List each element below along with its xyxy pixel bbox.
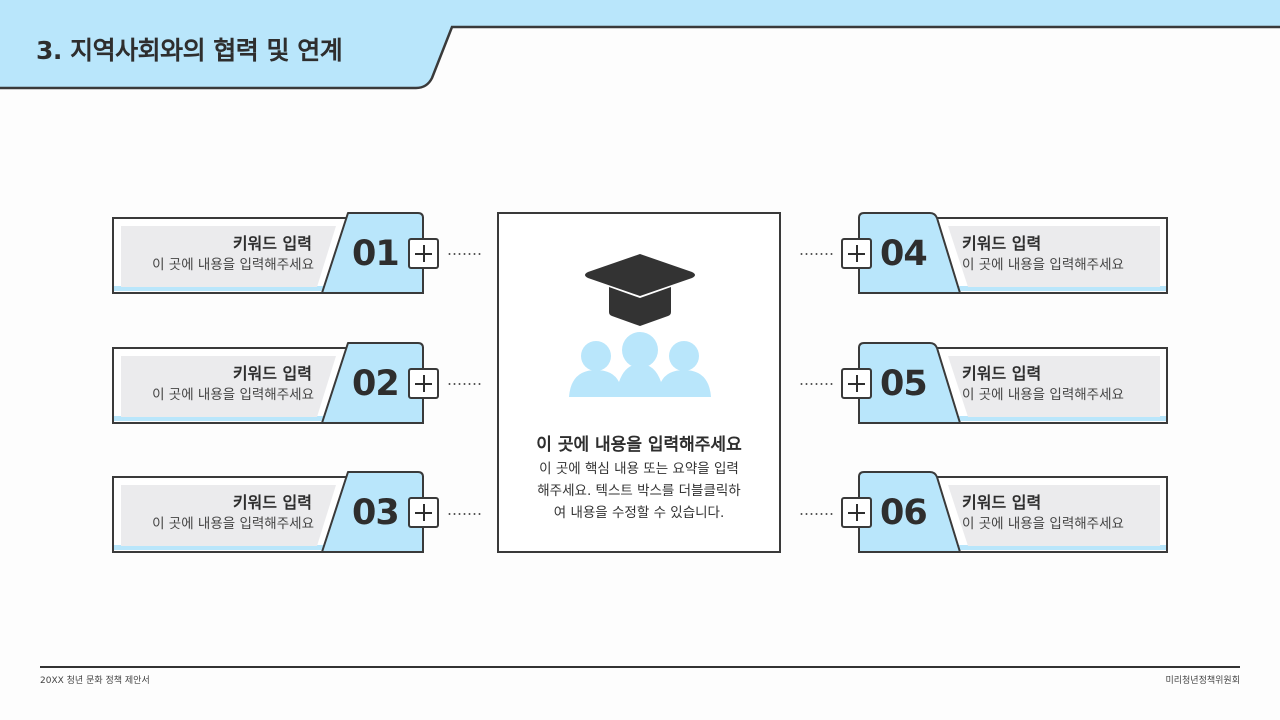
item-description: 이 곳에 내용을 입력해주세요 — [152, 387, 314, 403]
item-card-shape — [112, 342, 424, 424]
item-card-shape — [858, 212, 1168, 294]
item-description: 이 곳에 내용을 입력해주세요 — [962, 516, 1124, 532]
item-keyword: 키워드 입력 — [962, 493, 1042, 512]
plus-icon[interactable] — [841, 497, 872, 528]
plus-icon[interactable] — [841, 238, 872, 269]
connector-dots — [447, 253, 481, 255]
plus-icon[interactable] — [841, 368, 872, 399]
item-description: 이 곳에 내용을 입력해주세요 — [962, 257, 1124, 273]
plus-icon[interactable] — [408, 497, 439, 528]
connector-dots — [799, 513, 833, 515]
connector-dots — [799, 253, 833, 255]
graduation-cap-people-icon — [569, 254, 711, 397]
item-description: 이 곳에 내용을 입력해주세요 — [152, 257, 314, 273]
list-item-03[interactable]: 키워드 입력 이 곳에 내용을 입력해주세요 03 — [112, 469, 442, 554]
item-keyword: 키워드 입력 — [232, 364, 312, 383]
list-item-04[interactable]: 키워드 입력 이 곳에 내용을 입력해주세요 04 — [840, 210, 1170, 295]
footer-document-title: 20XX 청년 문화 정책 제안서 — [40, 676, 150, 686]
list-item-05[interactable]: 키워드 입력 이 곳에 내용을 입력해주세요 05 — [840, 340, 1170, 425]
center-title: 이 곳에 내용을 입력해주세요 — [536, 435, 742, 455]
item-number: 01 — [352, 234, 400, 274]
item-card-shape — [858, 471, 1168, 553]
center-body-line: 해주세요. 텍스트 박스를 더블클릭하 — [537, 483, 741, 499]
plus-icon[interactable] — [408, 368, 439, 399]
footer-divider — [40, 666, 1240, 668]
item-number: 04 — [880, 234, 928, 274]
item-keyword: 키워드 입력 — [232, 493, 312, 512]
center-body: 이 곳에 핵심 내용 또는 요약을 입력 해주세요. 텍스트 박스를 더블클릭하… — [519, 458, 759, 524]
item-description: 이 곳에 내용을 입력해주세요 — [152, 516, 314, 532]
item-keyword: 키워드 입력 — [962, 364, 1042, 383]
item-keyword: 키워드 입력 — [232, 234, 312, 253]
item-number: 02 — [352, 364, 400, 404]
connector-dots — [799, 383, 833, 385]
center-summary-box[interactable]: 이 곳에 내용을 입력해주세요 이 곳에 핵심 내용 또는 요약을 입력 해주세… — [497, 212, 781, 553]
connector-dots — [447, 383, 481, 385]
plus-icon[interactable] — [408, 238, 439, 269]
list-item-06[interactable]: 키워드 입력 이 곳에 내용을 입력해주세요 06 — [840, 469, 1170, 554]
center-body-line: 이 곳에 핵심 내용 또는 요약을 입력 — [539, 461, 739, 477]
item-number: 06 — [880, 493, 928, 533]
item-keyword: 키워드 입력 — [962, 234, 1042, 253]
footer-organization: 미리청년정책위원회 — [1165, 676, 1240, 686]
page-title: 3. 지역사회와의 협력 및 연계 — [36, 36, 343, 65]
item-description: 이 곳에 내용을 입력해주세요 — [962, 387, 1124, 403]
item-card-shape — [112, 212, 424, 294]
item-card-shape — [858, 342, 1168, 424]
item-card-shape — [112, 471, 424, 553]
item-number: 03 — [352, 493, 400, 533]
connector-dots — [447, 513, 481, 515]
center-body-line: 여 내용을 수정할 수 있습니다. — [553, 505, 725, 521]
list-item-01[interactable]: 키워드 입력 이 곳에 내용을 입력해주세요 01 — [112, 210, 442, 295]
item-number: 05 — [880, 364, 928, 404]
list-item-02[interactable]: 키워드 입력 이 곳에 내용을 입력해주세요 02 — [112, 340, 442, 425]
header-banner — [0, 0, 1280, 90]
